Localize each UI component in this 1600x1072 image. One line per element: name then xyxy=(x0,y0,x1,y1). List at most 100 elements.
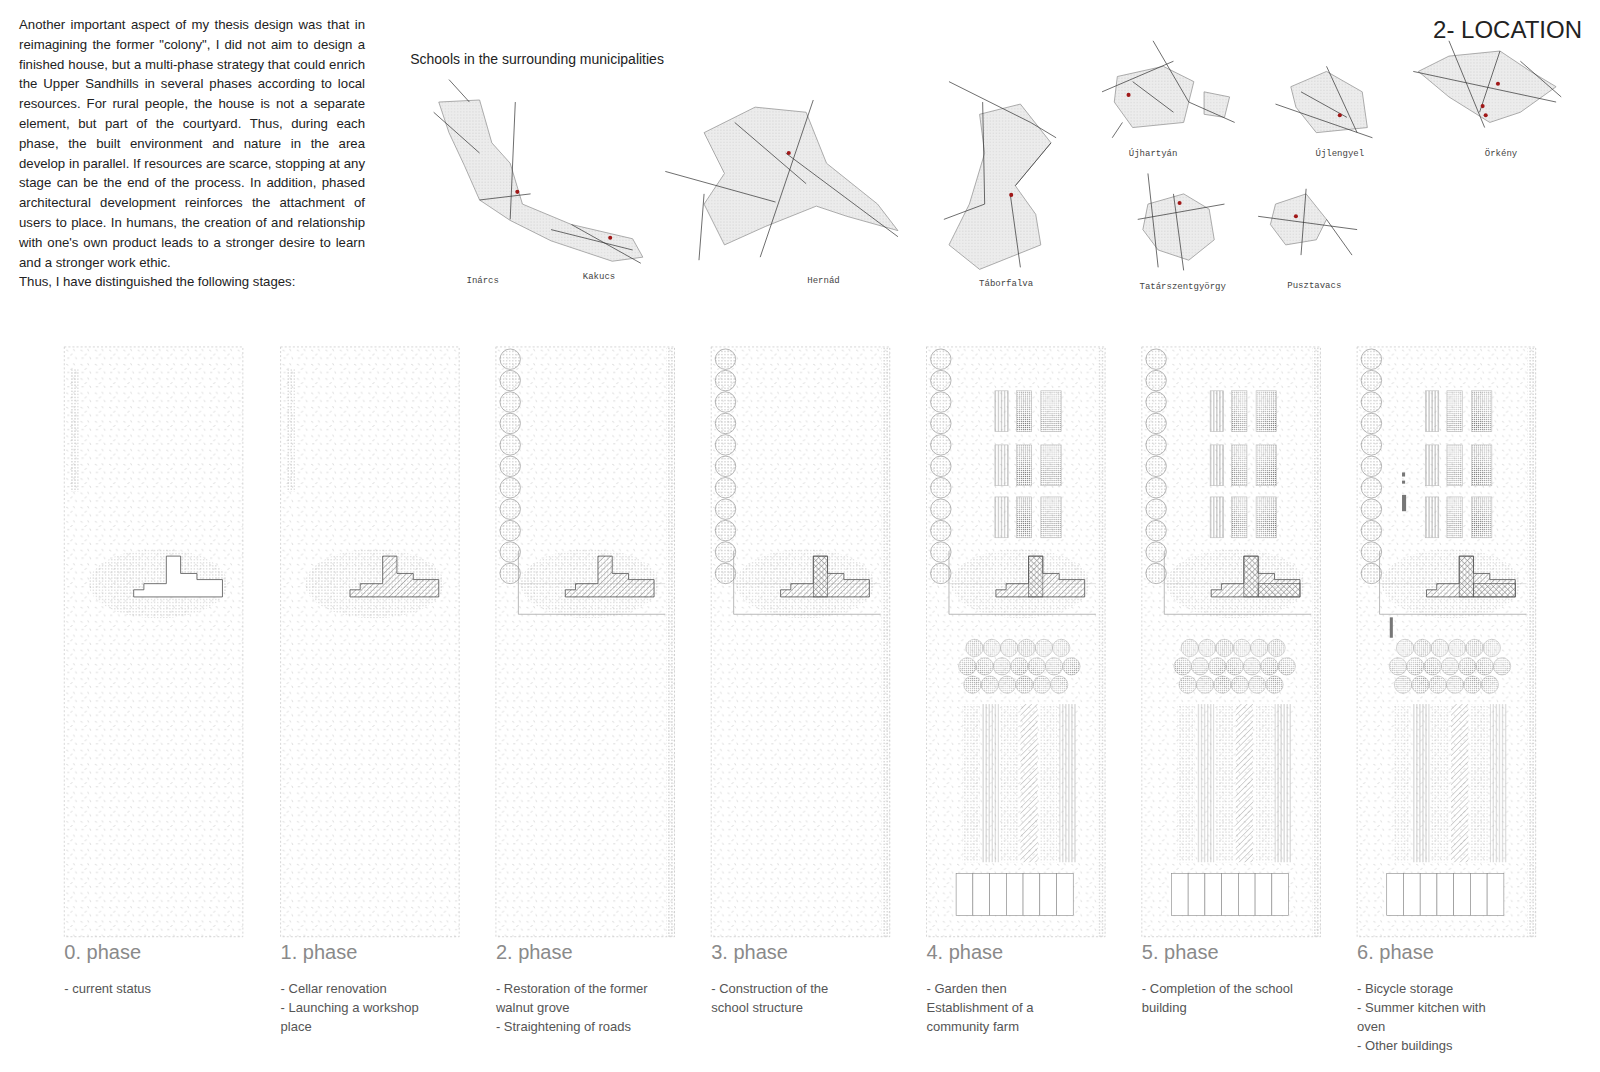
walnut-tree xyxy=(500,478,520,498)
built-area xyxy=(1418,51,1556,122)
phase-panel: 5. phase- Completion of the school build… xyxy=(1142,347,1321,1017)
school-dot xyxy=(1178,201,1182,205)
road-line xyxy=(1327,66,1358,132)
phase-step: - Garden then Establishment of a communi… xyxy=(927,979,1079,1036)
walnut-tree xyxy=(1146,413,1166,433)
small-building xyxy=(1402,481,1405,484)
walnut-tree xyxy=(1146,456,1166,476)
built-area xyxy=(949,104,1051,269)
orchard-tree xyxy=(1448,639,1465,656)
orchard-tree xyxy=(1231,676,1248,693)
orchard-tree xyxy=(1459,658,1476,675)
building-footprint xyxy=(1427,556,1516,597)
orchard-tree xyxy=(1493,658,1510,675)
garden-bed xyxy=(1256,497,1276,538)
phase-heading: 5. phase xyxy=(1142,939,1321,965)
orchard-tree xyxy=(1261,658,1278,675)
road-line xyxy=(1153,41,1235,123)
site-panel xyxy=(281,347,460,937)
field-strip xyxy=(1393,704,1410,862)
walnut-tree xyxy=(715,392,735,412)
phase-drawing xyxy=(496,347,675,937)
garden-bed xyxy=(1256,391,1276,432)
field-strip xyxy=(1255,704,1272,862)
phase-step: - Bicycle storage xyxy=(1357,979,1509,998)
walnut-tree xyxy=(931,349,951,369)
site-panel xyxy=(64,347,243,937)
road-line xyxy=(1010,194,1020,267)
road-line xyxy=(1173,194,1183,271)
phase-heading: 1. phase xyxy=(281,939,460,965)
municipality-name: Újlengyel xyxy=(1315,149,1364,159)
road-line xyxy=(1102,61,1173,92)
walnut-tree xyxy=(1361,542,1381,562)
orchard-tree xyxy=(1063,658,1080,675)
farm-plot xyxy=(956,873,973,915)
orchard-tree xyxy=(993,658,1010,675)
walnut-tree xyxy=(931,435,951,455)
garden-bed xyxy=(1041,445,1061,486)
farm-plot xyxy=(1470,873,1487,915)
summer-kitchen xyxy=(1390,617,1393,637)
garden-bed xyxy=(1447,445,1462,486)
walnut-tree xyxy=(1361,370,1381,390)
orchard-tree xyxy=(1216,639,1233,656)
hedge-strip xyxy=(70,369,78,491)
walnut-tree xyxy=(1146,520,1166,540)
municipality-map xyxy=(944,82,1056,270)
farm-plot xyxy=(1420,873,1437,915)
built-area xyxy=(439,100,643,261)
walnut-tree xyxy=(1361,392,1381,412)
orchard-tree xyxy=(1035,639,1052,656)
garden-bed xyxy=(995,445,1008,486)
orchard-tree xyxy=(1268,639,1285,656)
road-line xyxy=(665,171,775,202)
orchard-tree xyxy=(1266,676,1283,693)
farm-plot xyxy=(1023,873,1040,915)
panel-space xyxy=(496,347,675,937)
sheet-title: 2- LOCATION xyxy=(1433,16,1582,44)
orchard-tree xyxy=(976,658,993,675)
road-line xyxy=(1015,143,1051,186)
walnut-tree xyxy=(715,563,735,583)
orchard-tree xyxy=(1394,676,1411,693)
phase-step: - Straightening of roads xyxy=(496,1017,648,1036)
phase-step: - current status xyxy=(64,979,216,998)
farm-plot xyxy=(1387,873,1404,915)
garden-bed xyxy=(1016,497,1031,538)
phase-step: - Summer kitchen with oven xyxy=(1357,998,1509,1036)
walnut-tree xyxy=(500,456,520,476)
orchard-tree xyxy=(1033,676,1050,693)
orchard-tree xyxy=(1181,639,1198,656)
field-strip xyxy=(1020,704,1037,862)
municipality-map xyxy=(434,80,643,264)
building-footprint xyxy=(350,556,439,597)
road-line xyxy=(1301,92,1347,118)
small-building xyxy=(1402,472,1405,476)
garden-bed xyxy=(995,391,1008,432)
road-line xyxy=(1520,61,1561,97)
orchard-tree xyxy=(1018,639,1035,656)
walnut-tree xyxy=(500,563,520,583)
phase-heading: 3. phase xyxy=(711,939,890,965)
walnut-tree xyxy=(500,499,520,519)
edge-strip xyxy=(1312,347,1320,937)
road-line xyxy=(480,194,531,200)
orchard-tree xyxy=(1248,676,1265,693)
phase-panel: 6. phase- Bicycle storage- Summer kitche… xyxy=(1357,347,1536,1055)
field-strip xyxy=(1490,704,1507,862)
walnut-tree xyxy=(1361,563,1381,583)
orchard-tree xyxy=(1396,639,1413,656)
orchard-tree xyxy=(998,676,1015,693)
municipality-name: Örkény xyxy=(1485,149,1517,159)
orchard-tree xyxy=(1016,676,1033,693)
walnut-tree xyxy=(500,413,520,433)
walnut-tree xyxy=(500,542,520,562)
school-dot xyxy=(1127,93,1131,97)
phase-step: - Launching a workshop place xyxy=(281,998,433,1036)
road-line xyxy=(699,194,704,260)
building-footprint xyxy=(134,556,223,597)
phase-step: - Other buildings xyxy=(1357,1036,1509,1055)
orchard-tree xyxy=(1051,676,1068,693)
built-area xyxy=(704,107,898,245)
